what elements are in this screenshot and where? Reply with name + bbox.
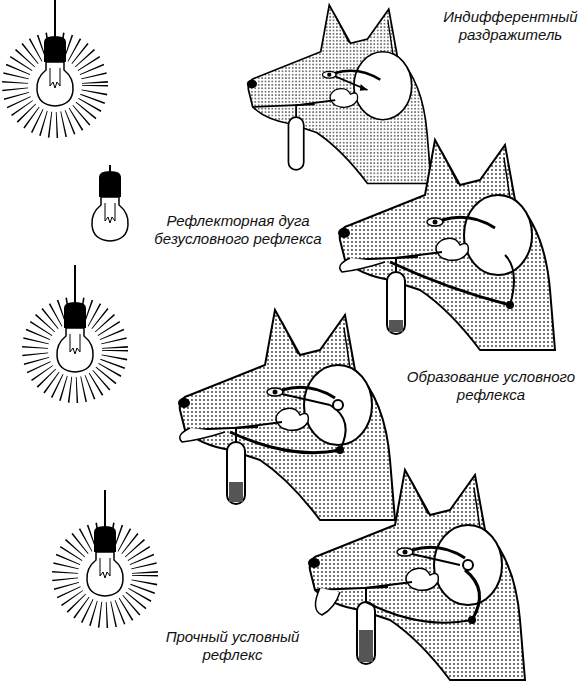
caption-label: Рефлекторная дуга безусловного рефлекса bbox=[138, 212, 338, 248]
dog-head bbox=[338, 140, 555, 350]
light-bulb bbox=[15, 0, 95, 125]
dog-head bbox=[178, 310, 395, 520]
dog-head bbox=[308, 470, 525, 680]
caption-label: Индифферентный раздражитель bbox=[438, 8, 583, 44]
light-bulb bbox=[92, 165, 128, 241]
dog-head bbox=[247, 5, 431, 184]
caption-label: Образование условного рефлекса bbox=[398, 368, 584, 404]
light-bulb bbox=[65, 490, 145, 615]
light-bulb bbox=[35, 265, 115, 390]
caption-label: Прочный условный рефлекс bbox=[150, 628, 315, 664]
